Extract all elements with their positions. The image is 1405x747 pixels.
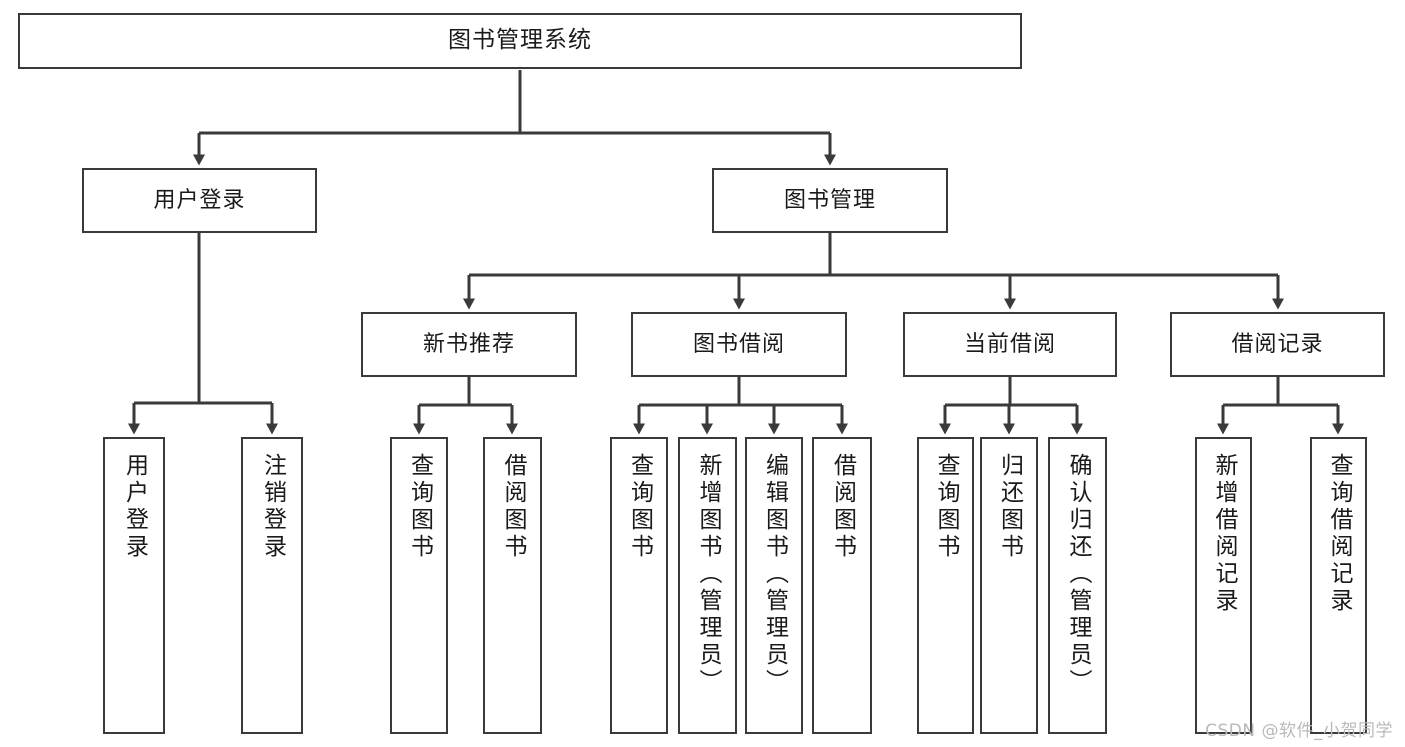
node-label: 用户登录	[121, 453, 148, 561]
node-label: 借阅图书	[829, 453, 856, 561]
node-label: 新增图书（管理员）	[695, 453, 721, 696]
node-new-book-recommend[interactable]: 新书推荐	[361, 312, 577, 377]
leaf-query-record[interactable]: 查询借阅记录	[1310, 437, 1367, 734]
leaf-query-book-2[interactable]: 查询图书	[610, 437, 668, 734]
node-label: 图书管理	[783, 187, 876, 213]
node-label: 查询图书	[626, 453, 653, 561]
leaf-user-login[interactable]: 用户登录	[103, 437, 165, 734]
leaf-add-book[interactable]: 新增图书（管理员）	[678, 437, 737, 734]
leaf-query-book-1[interactable]: 查询图书	[390, 437, 448, 734]
node-label: 归还图书	[996, 453, 1023, 561]
leaf-query-book-3[interactable]: 查询图书	[917, 437, 974, 734]
node-user-login[interactable]: 用户登录	[82, 168, 317, 233]
node-label: 借阅图书	[500, 453, 526, 561]
node-borrow-record[interactable]: 借阅记录	[1170, 312, 1385, 377]
node-label: 查询图书	[933, 453, 959, 561]
node-current-borrow[interactable]: 当前借阅	[903, 312, 1117, 377]
leaf-confirm-return[interactable]: 确认归还（管理员）	[1048, 437, 1107, 734]
node-label: 借阅记录	[1231, 331, 1324, 357]
leaf-edit-book[interactable]: 编辑图书（管理员）	[745, 437, 803, 734]
node-label: 图书管理系统	[448, 27, 592, 54]
node-book-borrow[interactable]: 图书借阅	[631, 312, 847, 377]
leaf-logout-login[interactable]: 注销登录	[241, 437, 303, 734]
leaf-add-record[interactable]: 新增借阅记录	[1195, 437, 1252, 734]
node-label: 用户登录	[153, 187, 246, 213]
node-label: 确认归还（管理员）	[1065, 453, 1091, 696]
node-label: 当前借阅	[963, 331, 1056, 357]
node-label: 注销登录	[259, 453, 286, 561]
node-label: 查询借阅记录	[1326, 453, 1352, 615]
leaf-return-book[interactable]: 归还图书	[980, 437, 1038, 734]
leaf-borrow-book-2[interactable]: 借阅图书	[812, 437, 872, 734]
node-root-system[interactable]: 图书管理系统	[18, 13, 1022, 69]
node-label: 新增借阅记录	[1211, 453, 1237, 615]
node-label: 图书借阅	[692, 331, 785, 357]
leaf-borrow-book-1[interactable]: 借阅图书	[483, 437, 542, 734]
node-label: 查询图书	[406, 453, 433, 561]
node-book-manage[interactable]: 图书管理	[712, 168, 948, 233]
node-label: 新书推荐	[422, 331, 515, 357]
node-label: 编辑图书（管理员）	[761, 453, 788, 696]
